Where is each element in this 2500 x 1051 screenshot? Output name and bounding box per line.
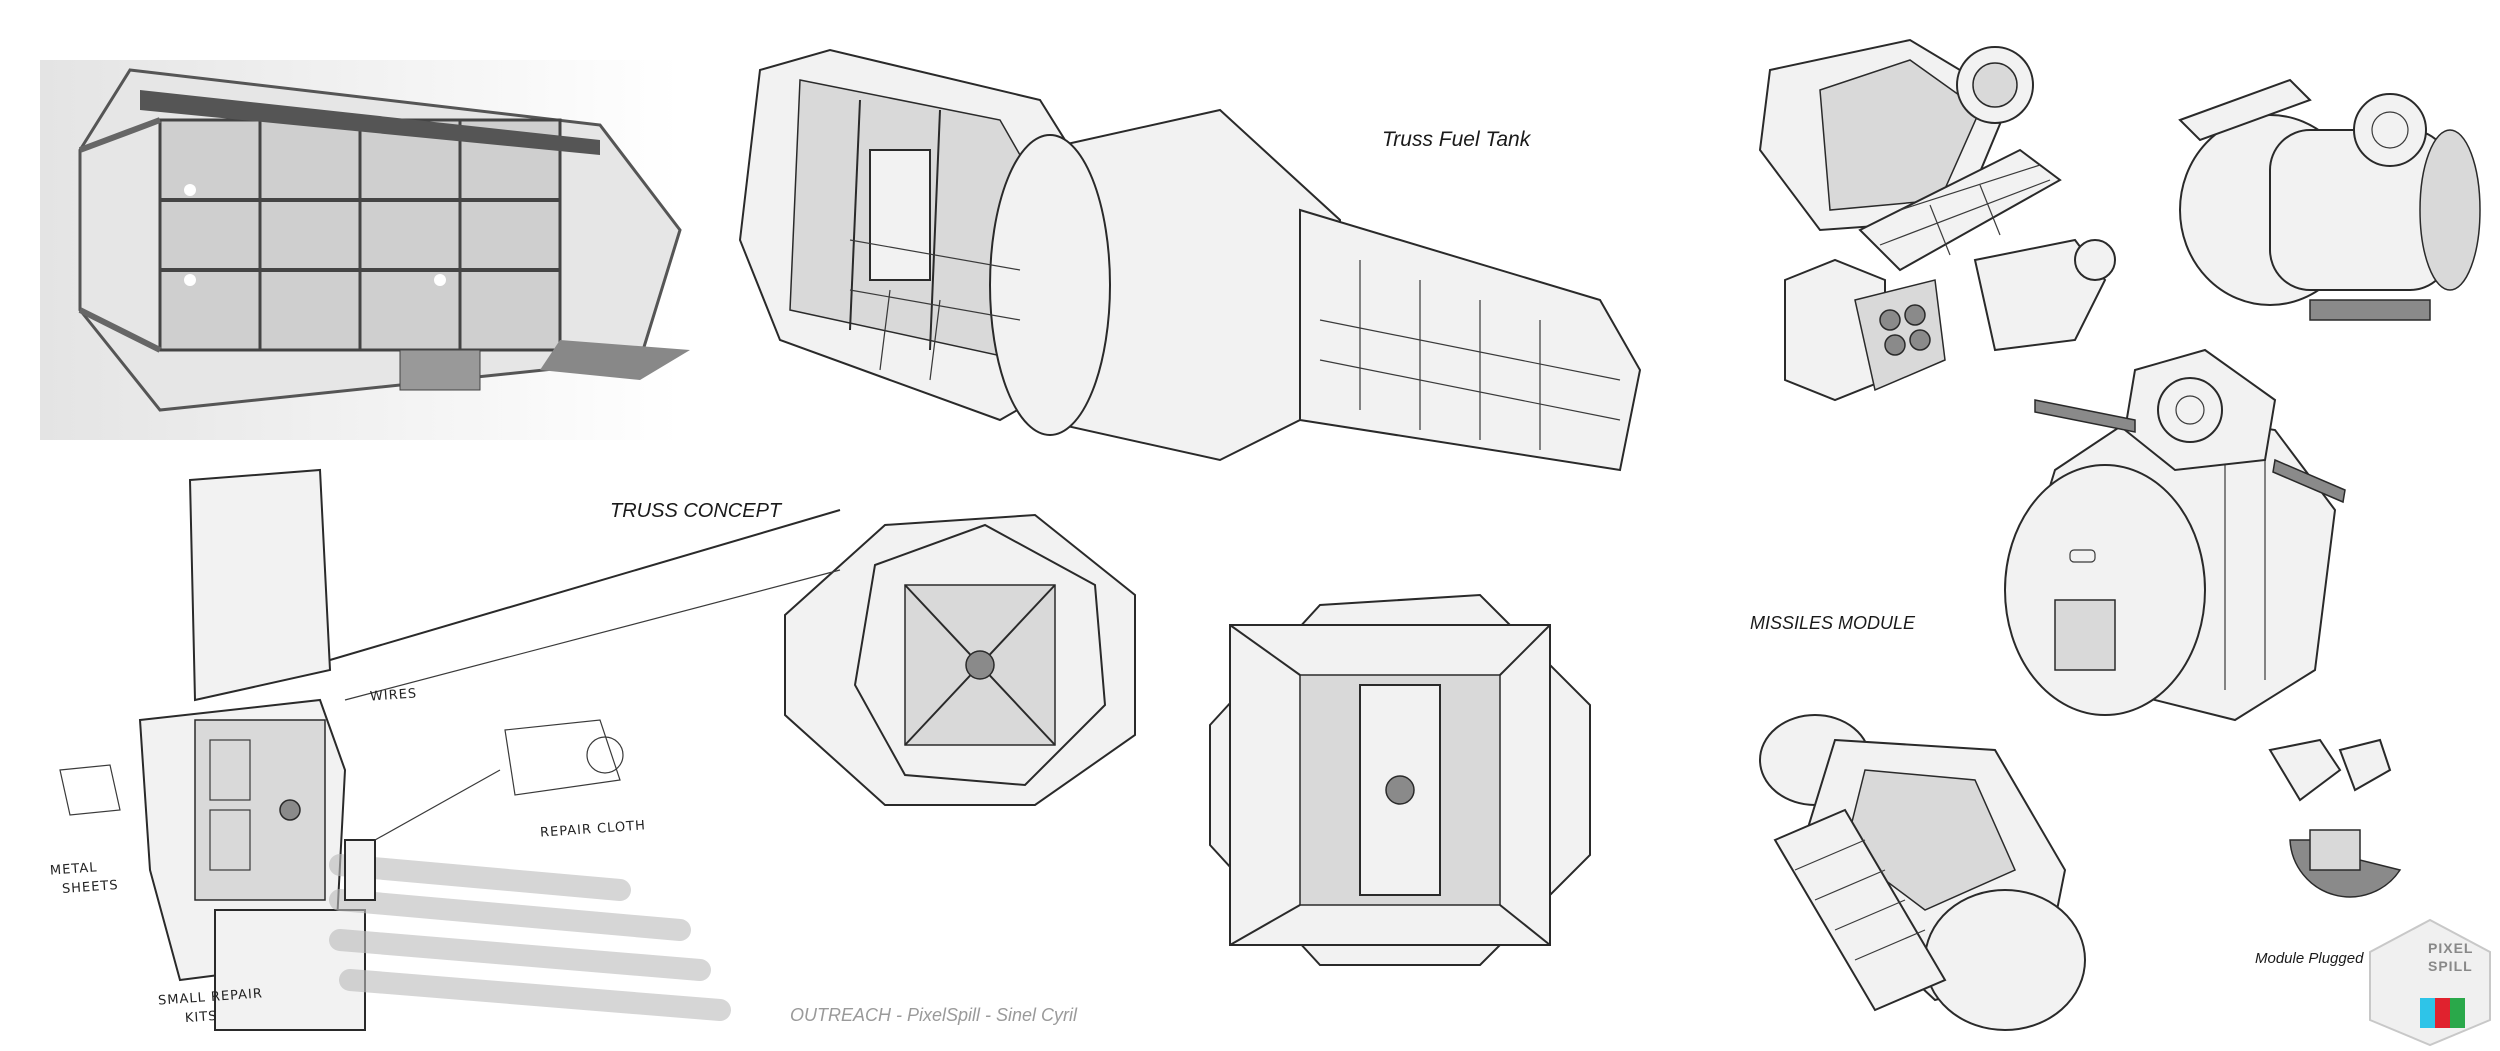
pixelspill-logo: PIXEL SPILL [2369, 918, 2491, 1047]
truss-render [40, 60, 690, 440]
note-small-repair-2: KITS [184, 1008, 219, 1027]
truss-fuel-tank-drawing [738, 48, 1642, 472]
missiles-module-center [2004, 348, 2346, 722]
missiles-module-small-detail [1784, 238, 2116, 402]
logo-text-line2: SPILL [2428, 958, 2473, 974]
missiles-module-top-left [1758, 38, 2062, 272]
tank-cross-section-right [1209, 593, 1591, 966]
label-module-plugged: Module Plugged [2255, 950, 2364, 967]
note-metal-sheets-2: SHEETS [61, 878, 120, 897]
truss-concept-sketch [59, 468, 841, 1031]
label-missiles-module: MISSILES MODULE [1750, 613, 1916, 633]
note-metal-sheets-1: METAL [49, 860, 98, 879]
missiles-module-top-right [2178, 78, 2481, 321]
missiles-module-bottom [1759, 714, 2086, 1031]
logo-text-line1: PIXEL [2428, 940, 2474, 956]
credits-text: OUTREACH - PixelSpill - Sinel Cyril [790, 1005, 1078, 1025]
tank-cross-section-left [784, 513, 1136, 806]
label-truss-concept: TRUSS CONCEPT [610, 500, 782, 522]
module-plugged-sketch [2268, 738, 2402, 898]
label-truss-fuel-tank: Truss Fuel Tank [1382, 128, 1531, 151]
